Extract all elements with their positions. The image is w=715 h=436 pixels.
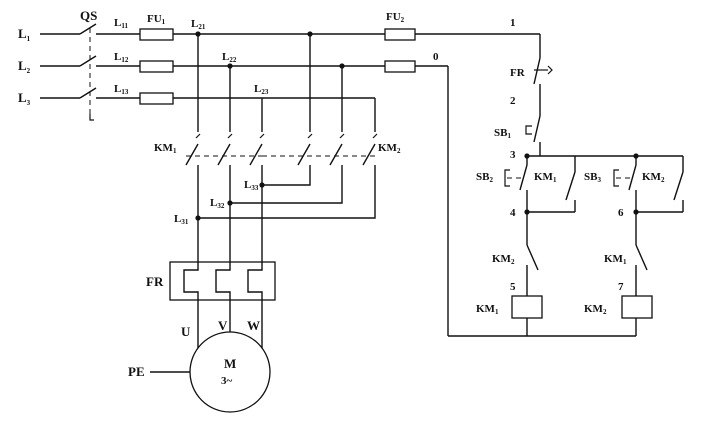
km2-interlock-label: KM2: [492, 253, 515, 266]
l32-label: L32: [210, 197, 225, 210]
motor: [150, 331, 271, 413]
km2-main-label: KM2: [378, 142, 401, 155]
l13-label: L13: [114, 83, 129, 96]
km2-main-contacts: [198, 133, 378, 219]
node-0-label: 0: [433, 51, 439, 63]
km1-coil-label: KM1: [476, 303, 499, 316]
l21-label: L21: [191, 18, 206, 31]
qs-label: QS: [80, 8, 97, 23]
pe-label: PE: [128, 364, 145, 379]
motor-m-label: M: [224, 356, 236, 371]
control-circuit: [447, 34, 684, 337]
junction-dots: [195, 31, 639, 221]
fu2-fuses: [384, 28, 540, 73]
sb1-label: SB1: [494, 127, 511, 140]
node-1-label: 1: [510, 17, 516, 29]
sb2-label: SB2: [476, 171, 493, 184]
node-7-label: 7: [618, 281, 624, 293]
sb3-label: SB3: [584, 171, 601, 184]
fu1-fuses: [139, 28, 174, 105]
labels: QS L1 L2 L3 L11 L12 L13 FU1 L21 L22 L23 …: [18, 8, 665, 387]
l33-label: L33: [244, 179, 259, 192]
u-label: U: [181, 324, 191, 339]
node-2-label: 2: [510, 95, 516, 107]
node-5-label: 5: [510, 281, 516, 293]
power-bus: [173, 33, 385, 99]
km2-hold-label: KM2: [642, 171, 665, 184]
fu2-label: FU2: [386, 11, 405, 24]
km1-main-label: KM1: [154, 142, 177, 155]
fr-control-label: FR: [510, 67, 526, 79]
fr-main-label: FR: [146, 274, 164, 289]
incoming-lines: [40, 33, 80, 99]
v-label: V: [218, 318, 228, 333]
km1-interlock-label: KM1: [604, 253, 627, 266]
km2-coil-label: KM2: [584, 303, 607, 316]
main-drops: [197, 34, 376, 132]
node-3-label: 3: [510, 149, 516, 161]
l2-label: L2: [18, 58, 31, 75]
l1-label: L1: [18, 26, 31, 43]
w-label: W: [247, 318, 260, 333]
l22-label: L22: [222, 51, 237, 64]
fu1-label: FU1: [147, 13, 166, 26]
qs-disconnect-switch: [79, 23, 140, 121]
l12-label: L12: [114, 51, 129, 64]
l3-label: L3: [18, 90, 31, 107]
motor-type-label: 3~: [221, 375, 233, 387]
l31-label: L31: [174, 213, 189, 226]
node-4-label: 4: [510, 207, 516, 219]
l23-label: L23: [254, 83, 269, 96]
node-6-label: 6: [618, 207, 624, 219]
fr-thermal-element: [169, 261, 276, 301]
km1-hold-label: KM1: [534, 171, 557, 184]
l11-label: L11: [114, 17, 128, 30]
